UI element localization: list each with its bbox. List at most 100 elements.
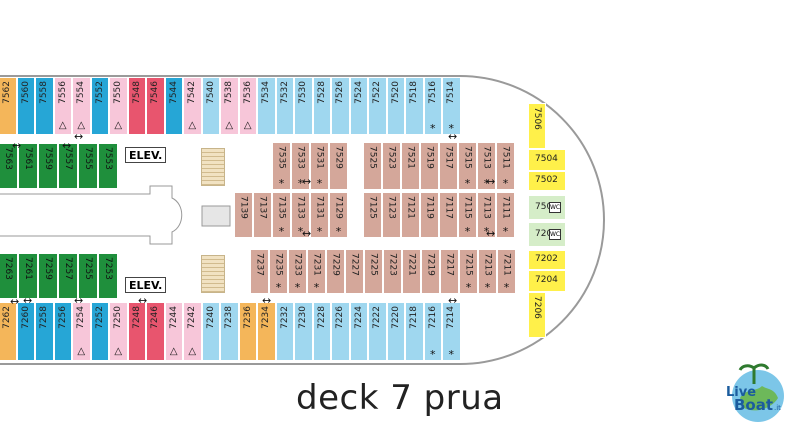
cabin[interactable]: 7540 xyxy=(201,77,220,135)
cabin[interactable]: 7246 xyxy=(146,302,165,361)
cabin[interactable]: 7217 xyxy=(440,249,459,294)
cabin[interactable]: 7253 xyxy=(98,253,118,299)
cabin[interactable]: 7257 xyxy=(58,253,78,299)
cabin[interactable]: 7558 xyxy=(35,77,54,135)
cabin[interactable]: 7523 xyxy=(382,142,401,190)
cabin[interactable]: 7240 xyxy=(201,302,220,361)
cabin[interactable]: 7520 xyxy=(386,77,405,135)
cabin[interactable]: 7553 xyxy=(98,143,118,189)
cabin[interactable]: 7258 xyxy=(35,302,54,361)
cabin[interactable]: 7204 xyxy=(528,270,566,292)
cabin[interactable]: 7121 xyxy=(401,192,420,238)
cabin[interactable]: 7506 xyxy=(528,103,546,149)
cabin[interactable]: 7231* xyxy=(307,249,326,294)
cabin[interactable]: 7529 xyxy=(329,142,348,190)
cabin[interactable]: 7521 xyxy=(401,142,420,190)
cabin[interactable]: 7139 xyxy=(234,192,253,238)
cabin[interactable]: 7131* xyxy=(310,192,329,238)
cabin[interactable]: 7513* xyxy=(477,142,496,190)
cabin[interactable]: 7123 xyxy=(382,192,401,238)
cabin[interactable]: 7504 xyxy=(528,149,566,171)
cabin[interactable]: 7532 xyxy=(275,77,294,135)
cabin[interactable]: 7111* xyxy=(496,192,515,238)
cabin[interactable]: 7548 xyxy=(127,77,146,135)
cabin[interactable]: 7519 xyxy=(420,142,439,190)
cabin[interactable]: 7232 xyxy=(275,302,294,361)
cabin[interactable]: 7222 xyxy=(368,302,387,361)
cabin[interactable]: 7216* xyxy=(423,302,442,361)
cabin[interactable]: 7236 xyxy=(238,302,257,361)
cabin[interactable]: 7237 xyxy=(250,249,269,294)
cabin[interactable]: 7560 xyxy=(16,77,35,135)
cabin[interactable]: 7554△ xyxy=(72,77,91,135)
cabin[interactable]: 7135* xyxy=(272,192,291,238)
cabin[interactable]: 7218 xyxy=(405,302,424,361)
cabin[interactable]: 7219 xyxy=(421,249,440,294)
cabin[interactable]: 7228 xyxy=(312,302,331,361)
cabin[interactable]: 7559 xyxy=(38,143,58,189)
cabin[interactable]: 7530 xyxy=(294,77,313,135)
cabin[interactable]: 7214* xyxy=(442,302,461,361)
cabin[interactable]: 7525 xyxy=(363,142,382,190)
cabin[interactable]: 7561 xyxy=(18,143,38,189)
cabin[interactable]: 7259 xyxy=(38,253,58,299)
cabin[interactable]: 7206 xyxy=(528,292,546,338)
cabin[interactable]: 7225 xyxy=(364,249,383,294)
cabin[interactable]: 7544 xyxy=(164,77,183,135)
cabin[interactable]: 7244△ xyxy=(164,302,183,361)
cabin[interactable]: 7535* xyxy=(272,142,291,190)
cabin[interactable]: 7550△ xyxy=(109,77,128,135)
cabin[interactable]: 7514* xyxy=(442,77,461,135)
cabin[interactable]: 7555 xyxy=(78,143,98,189)
cabin[interactable]: 7524 xyxy=(349,77,368,135)
cabin[interactable]: 7248 xyxy=(127,302,146,361)
cabin[interactable]: 7234 xyxy=(257,302,276,361)
cabin[interactable]: 7562 xyxy=(0,77,17,135)
cabin[interactable]: 7262 xyxy=(0,302,17,361)
cabin[interactable]: 7229 xyxy=(326,249,345,294)
cabin[interactable]: 7250△ xyxy=(109,302,128,361)
cabin[interactable]: 7552 xyxy=(90,77,109,135)
cabin[interactable]: 7220 xyxy=(386,302,405,361)
cabin[interactable]: 7531* xyxy=(310,142,329,190)
cabin[interactable]: 7202 xyxy=(528,250,566,270)
cabin[interactable]: 7522 xyxy=(368,77,387,135)
cabin[interactable]: 7224 xyxy=(349,302,368,361)
cabin[interactable]: 7115* xyxy=(458,192,477,238)
cabin[interactable]: 7113* xyxy=(477,192,496,238)
cabin[interactable]: 7230 xyxy=(294,302,313,361)
cabin[interactable]: 7211* xyxy=(497,249,516,294)
cabin[interactable]: 7563 xyxy=(0,143,18,189)
cabin[interactable]: 7263 xyxy=(0,253,18,299)
cabin[interactable]: 7255 xyxy=(78,253,98,299)
cabin[interactable]: 7125 xyxy=(363,192,382,238)
cabin[interactable]: 7238 xyxy=(220,302,239,361)
cabin[interactable]: 7129* xyxy=(329,192,348,238)
cabin[interactable]: 7557 xyxy=(58,143,78,189)
cabin[interactable]: 7518 xyxy=(405,77,424,135)
cabin[interactable]: 7223 xyxy=(383,249,402,294)
cabin[interactable]: 7215* xyxy=(459,249,478,294)
cabin[interactable]: 7233* xyxy=(288,249,307,294)
cabin[interactable]: 7221 xyxy=(402,249,421,294)
cabin[interactable]: 7213* xyxy=(478,249,497,294)
cabin[interactable]: 7542△ xyxy=(183,77,202,135)
cabin[interactable]: 7556△ xyxy=(53,77,72,135)
cabin[interactable]: 7511* xyxy=(496,142,515,190)
cabin[interactable]: 7133* xyxy=(291,192,310,238)
cabin[interactable]: 7261 xyxy=(18,253,38,299)
cabin[interactable]: 7137 xyxy=(253,192,272,238)
cabin[interactable]: 7526 xyxy=(331,77,350,135)
cabin[interactable]: 7256 xyxy=(53,302,72,361)
cabin[interactable]: 7515* xyxy=(458,142,477,190)
cabin[interactable]: 7235* xyxy=(269,249,288,294)
cabin[interactable]: 7528 xyxy=(312,77,331,135)
cabin[interactable]: 7242△ xyxy=(183,302,202,361)
cabin[interactable]: 7533* xyxy=(291,142,310,190)
cabin[interactable]: 7534 xyxy=(257,77,276,135)
cabin[interactable]: 7260 xyxy=(16,302,35,361)
cabin[interactable]: 7546 xyxy=(146,77,165,135)
cabin[interactable]: 7254△ xyxy=(72,302,91,361)
